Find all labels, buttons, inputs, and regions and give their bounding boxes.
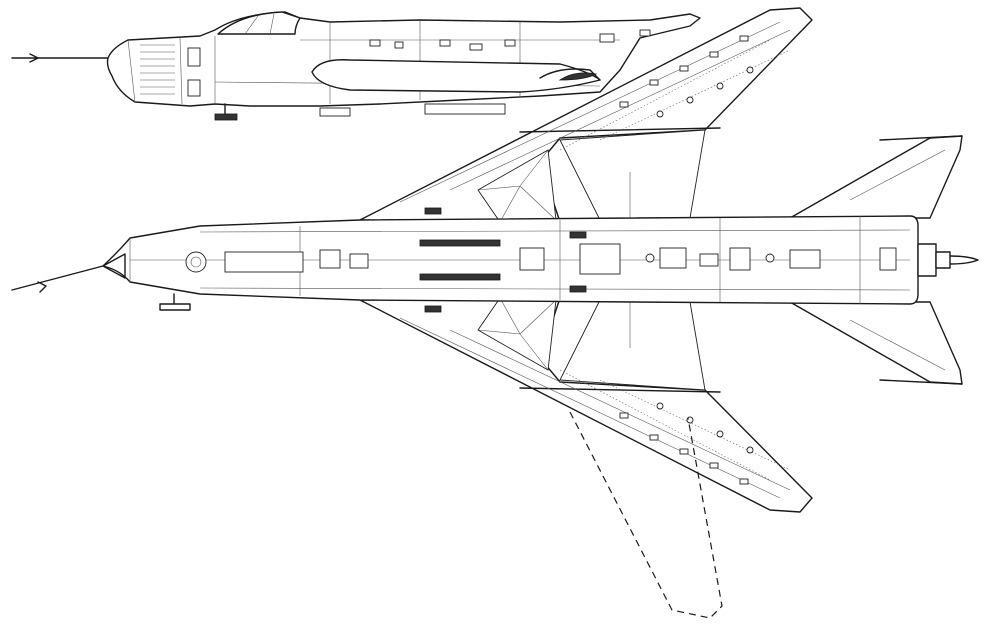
side-wing-fairing bbox=[311, 59, 601, 93]
avionics-bay bbox=[224, 251, 304, 273]
cockpit-hatch bbox=[185, 251, 207, 273]
upper-wing-panels bbox=[619, 35, 754, 118]
lower-flap bbox=[559, 299, 706, 391]
side-view bbox=[11, 11, 701, 121]
upper-flap bbox=[559, 129, 706, 221]
side-pitot-probe bbox=[11, 53, 109, 63]
plan-pitot-probe bbox=[11, 265, 104, 293]
lower-stabilizer bbox=[789, 301, 963, 385]
side-nose-hatch-lines bbox=[140, 44, 175, 95]
exhaust-nozzle bbox=[917, 243, 979, 277]
plan-nose-gear bbox=[159, 293, 191, 311]
upper-stabilizer bbox=[789, 135, 963, 219]
central-equipment bbox=[319, 239, 897, 281]
plan-view bbox=[11, 7, 979, 619]
lower-wing-panels bbox=[619, 402, 754, 485]
side-landing-gear bbox=[214, 103, 506, 121]
dashed-extended-outline bbox=[569, 411, 723, 619]
side-canopy bbox=[217, 11, 301, 35]
